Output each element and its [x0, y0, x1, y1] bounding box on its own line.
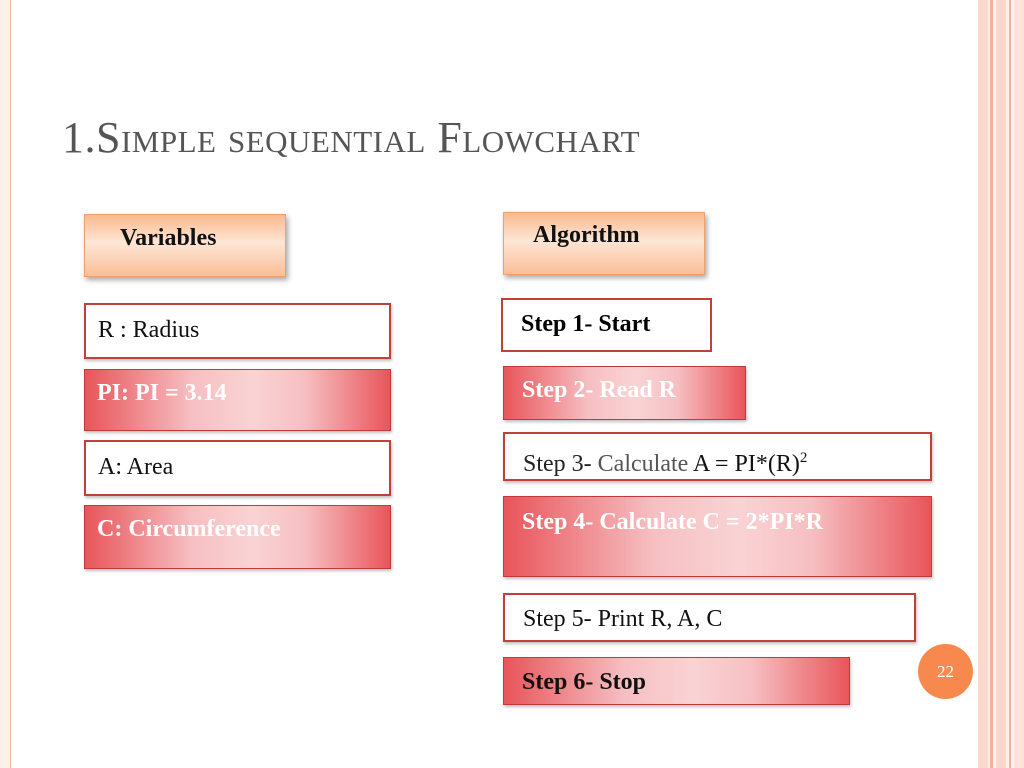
- slide-title: 1.Simple sequential Flowchart: [62, 113, 641, 162]
- step-3-verb: Calculate: [597, 451, 689, 477]
- step-4-calculate-circumference: Step 4- Calculate C = 2*PI*R: [503, 496, 932, 577]
- decorative-stripe: [978, 0, 988, 768]
- step-5-print: Step 5- Print R, A, C: [503, 593, 916, 642]
- page-number-badge: 22: [918, 644, 973, 699]
- step-3-exponent: 2: [799, 450, 808, 466]
- decorative-stripe: [990, 0, 993, 768]
- variable-radius: R : Radius: [84, 303, 391, 359]
- variable-pi: PI: PI = 3.14: [84, 369, 391, 431]
- step-3-calculate-area: Step 3- Calculate A = PI*(R)2: [503, 432, 932, 481]
- step-2-read: Step 2- Read R: [503, 366, 746, 420]
- algorithm-header: Algorithm: [503, 212, 705, 275]
- variable-area: A: Area: [84, 440, 391, 496]
- step-1-start: Step 1- Start: [501, 298, 712, 352]
- decorative-stripe: [996, 0, 1006, 768]
- decorative-stripe: [1009, 0, 1011, 768]
- variable-circumference: C: Circumference: [84, 505, 391, 569]
- step-6-stop: Step 6- Stop: [503, 657, 850, 705]
- step-3-formula: A = PI*(R): [688, 451, 800, 477]
- variables-header: Variables: [84, 214, 286, 277]
- decorative-stripe: [1014, 0, 1024, 768]
- step-3-prefix: Step 3-: [523, 451, 598, 477]
